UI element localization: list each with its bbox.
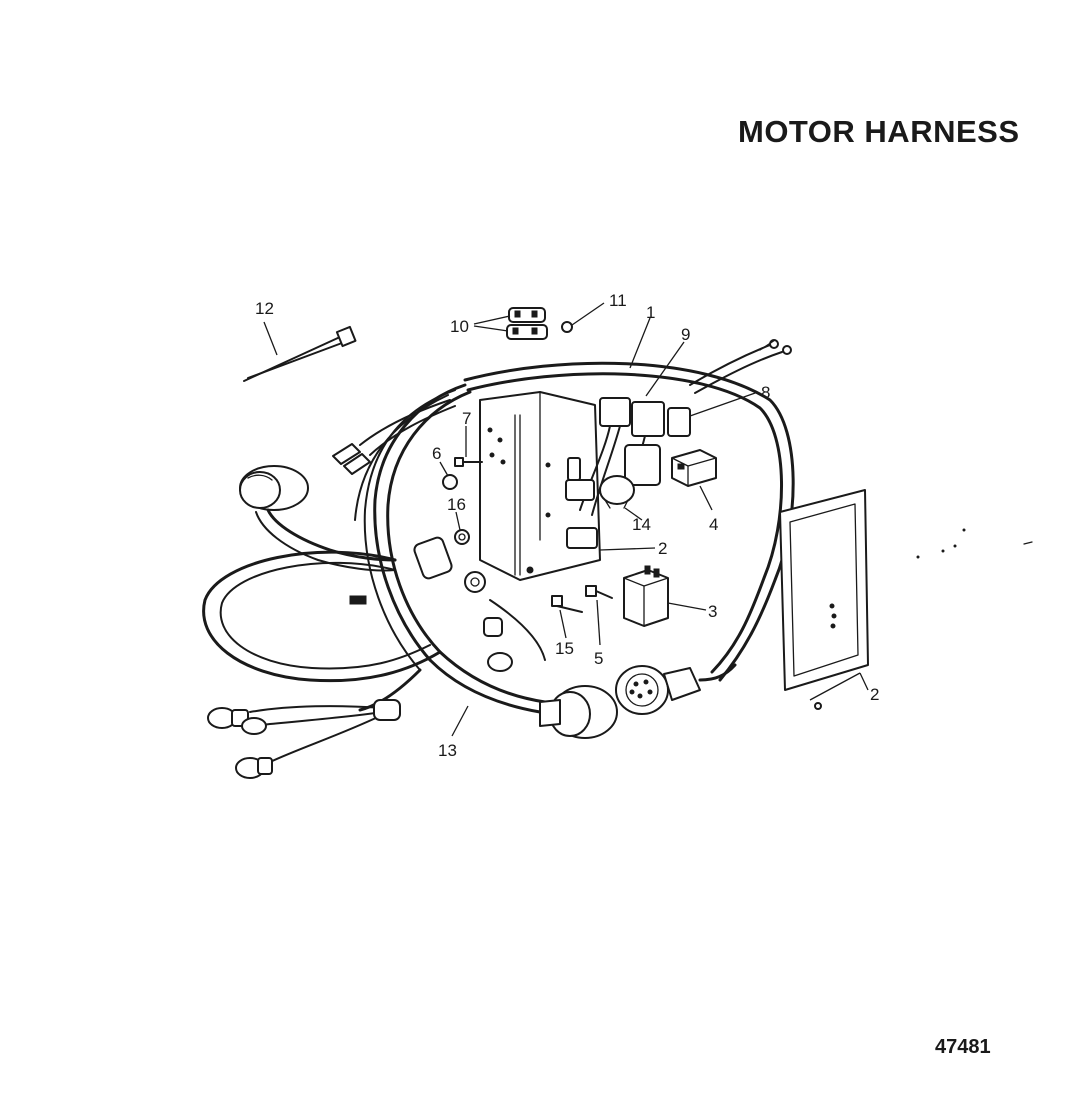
scan-specks bbox=[916, 528, 1033, 559]
main-harness-loop bbox=[463, 339, 795, 682]
module-part bbox=[623, 565, 669, 627]
callout-12: 12 bbox=[255, 299, 274, 318]
callout-9: 9 bbox=[681, 325, 690, 344]
figure-number: 47481 bbox=[935, 1036, 991, 1058]
callout-16: 16 bbox=[447, 495, 466, 514]
callout-10: 10 bbox=[450, 317, 469, 336]
clip-parts bbox=[506, 307, 573, 340]
left-plug-connector bbox=[239, 465, 397, 572]
callout-5: 5 bbox=[594, 649, 603, 668]
callout-7: 7 bbox=[462, 409, 471, 428]
connector-block bbox=[579, 397, 691, 516]
relay-part bbox=[671, 449, 717, 487]
left-harness-bundle bbox=[202, 383, 547, 714]
cover-plate bbox=[779, 489, 869, 710]
bolt-parts bbox=[442, 457, 613, 613]
bottom-plug-connectors bbox=[539, 663, 737, 739]
capacitor-part bbox=[599, 475, 635, 509]
leader-lines bbox=[263, 302, 869, 737]
cable-tie-part bbox=[243, 325, 357, 382]
page-title: MOTOR HARNESS bbox=[738, 114, 1020, 149]
callout-2: 2 bbox=[870, 685, 879, 704]
callout-6: 6 bbox=[432, 444, 441, 463]
bundle-fittings bbox=[413, 457, 598, 672]
callout-13: 13 bbox=[438, 741, 457, 760]
callout-1: 1 bbox=[646, 303, 655, 322]
callout-labels: 1 2 2 3 4 5 6 7 8 9 10 11 12 13 14 15 16 bbox=[255, 291, 879, 760]
battery-leads bbox=[207, 668, 422, 779]
callout-11: 11 bbox=[609, 291, 627, 310]
callout-14: 14 bbox=[632, 515, 651, 534]
callout-15: 15 bbox=[555, 639, 574, 658]
callout-3: 3 bbox=[708, 602, 717, 621]
callout-2: 2 bbox=[658, 539, 667, 558]
callout-8: 8 bbox=[761, 383, 770, 402]
callout-4: 4 bbox=[709, 515, 718, 534]
